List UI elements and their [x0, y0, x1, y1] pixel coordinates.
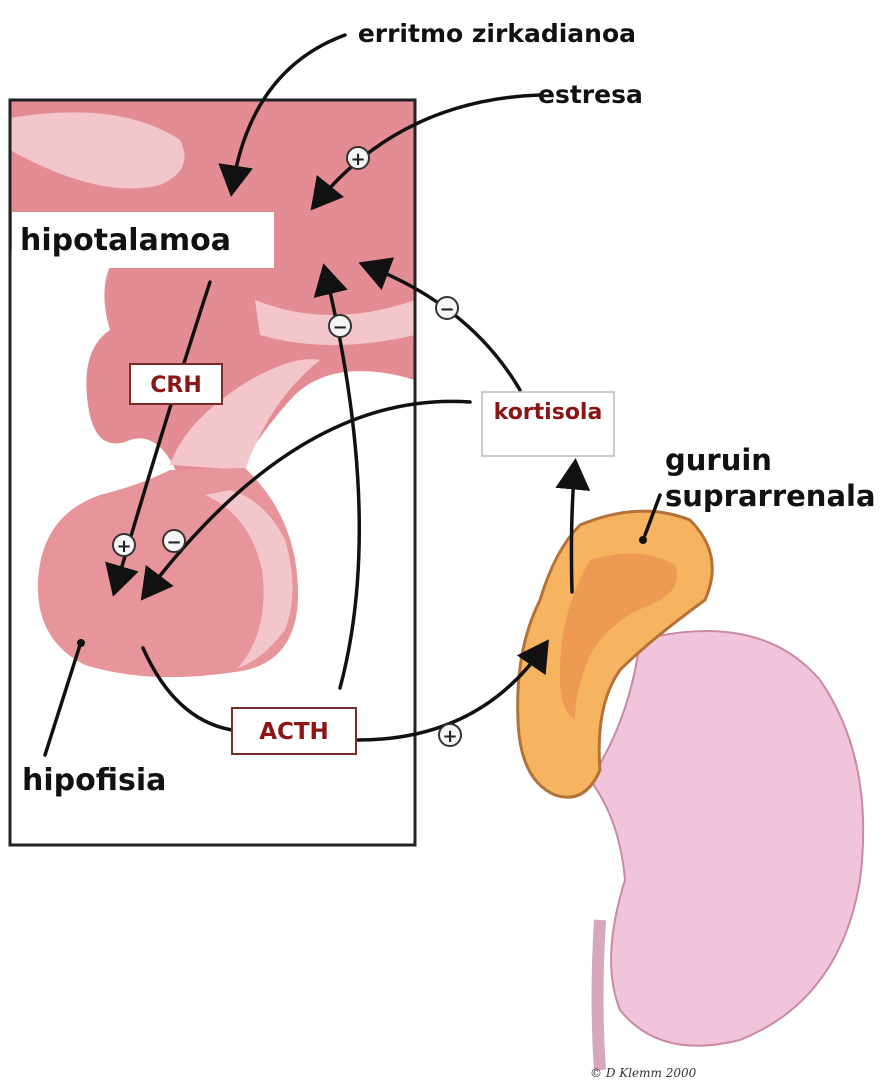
label-acth: ACTH: [259, 719, 329, 745]
svg-text:−: −: [166, 532, 181, 553]
adrenal-pointer-dot: [639, 536, 647, 544]
sign-cortisol-minus-hypothalamus: −: [436, 297, 458, 320]
svg-text:+: +: [116, 536, 131, 557]
kidney: [590, 631, 863, 1070]
label-circadian: erritmo zirkadianoa: [358, 19, 636, 48]
label-stress: estresa: [538, 80, 643, 109]
label-hypothalamus: hipotalamoa: [20, 223, 231, 258]
svg-text:+: +: [350, 149, 365, 170]
svg-text:−: −: [332, 317, 347, 338]
label-crh: CRH: [150, 373, 202, 398]
sign-acth-minus-hypothalamus: −: [329, 315, 351, 338]
label-adrenal-line1: guruin: [665, 443, 772, 477]
sign-acth-plus-adrenal: +: [439, 724, 461, 747]
svg-text:+: +: [442, 726, 457, 747]
label-adrenal-line2: suprarrenala: [665, 479, 876, 513]
label-cortisol: kortisola: [494, 400, 603, 425]
pituitary-pointer-dot: [77, 639, 85, 647]
sign-stress-plus: +: [347, 147, 369, 170]
sign-cortisol-minus-pituitary: −: [163, 530, 185, 553]
signature: © D Klemm 2000: [590, 1066, 697, 1080]
svg-text:−: −: [439, 299, 454, 320]
label-pituitary: hipofisia: [22, 763, 166, 798]
sign-crh-plus: +: [113, 534, 135, 557]
